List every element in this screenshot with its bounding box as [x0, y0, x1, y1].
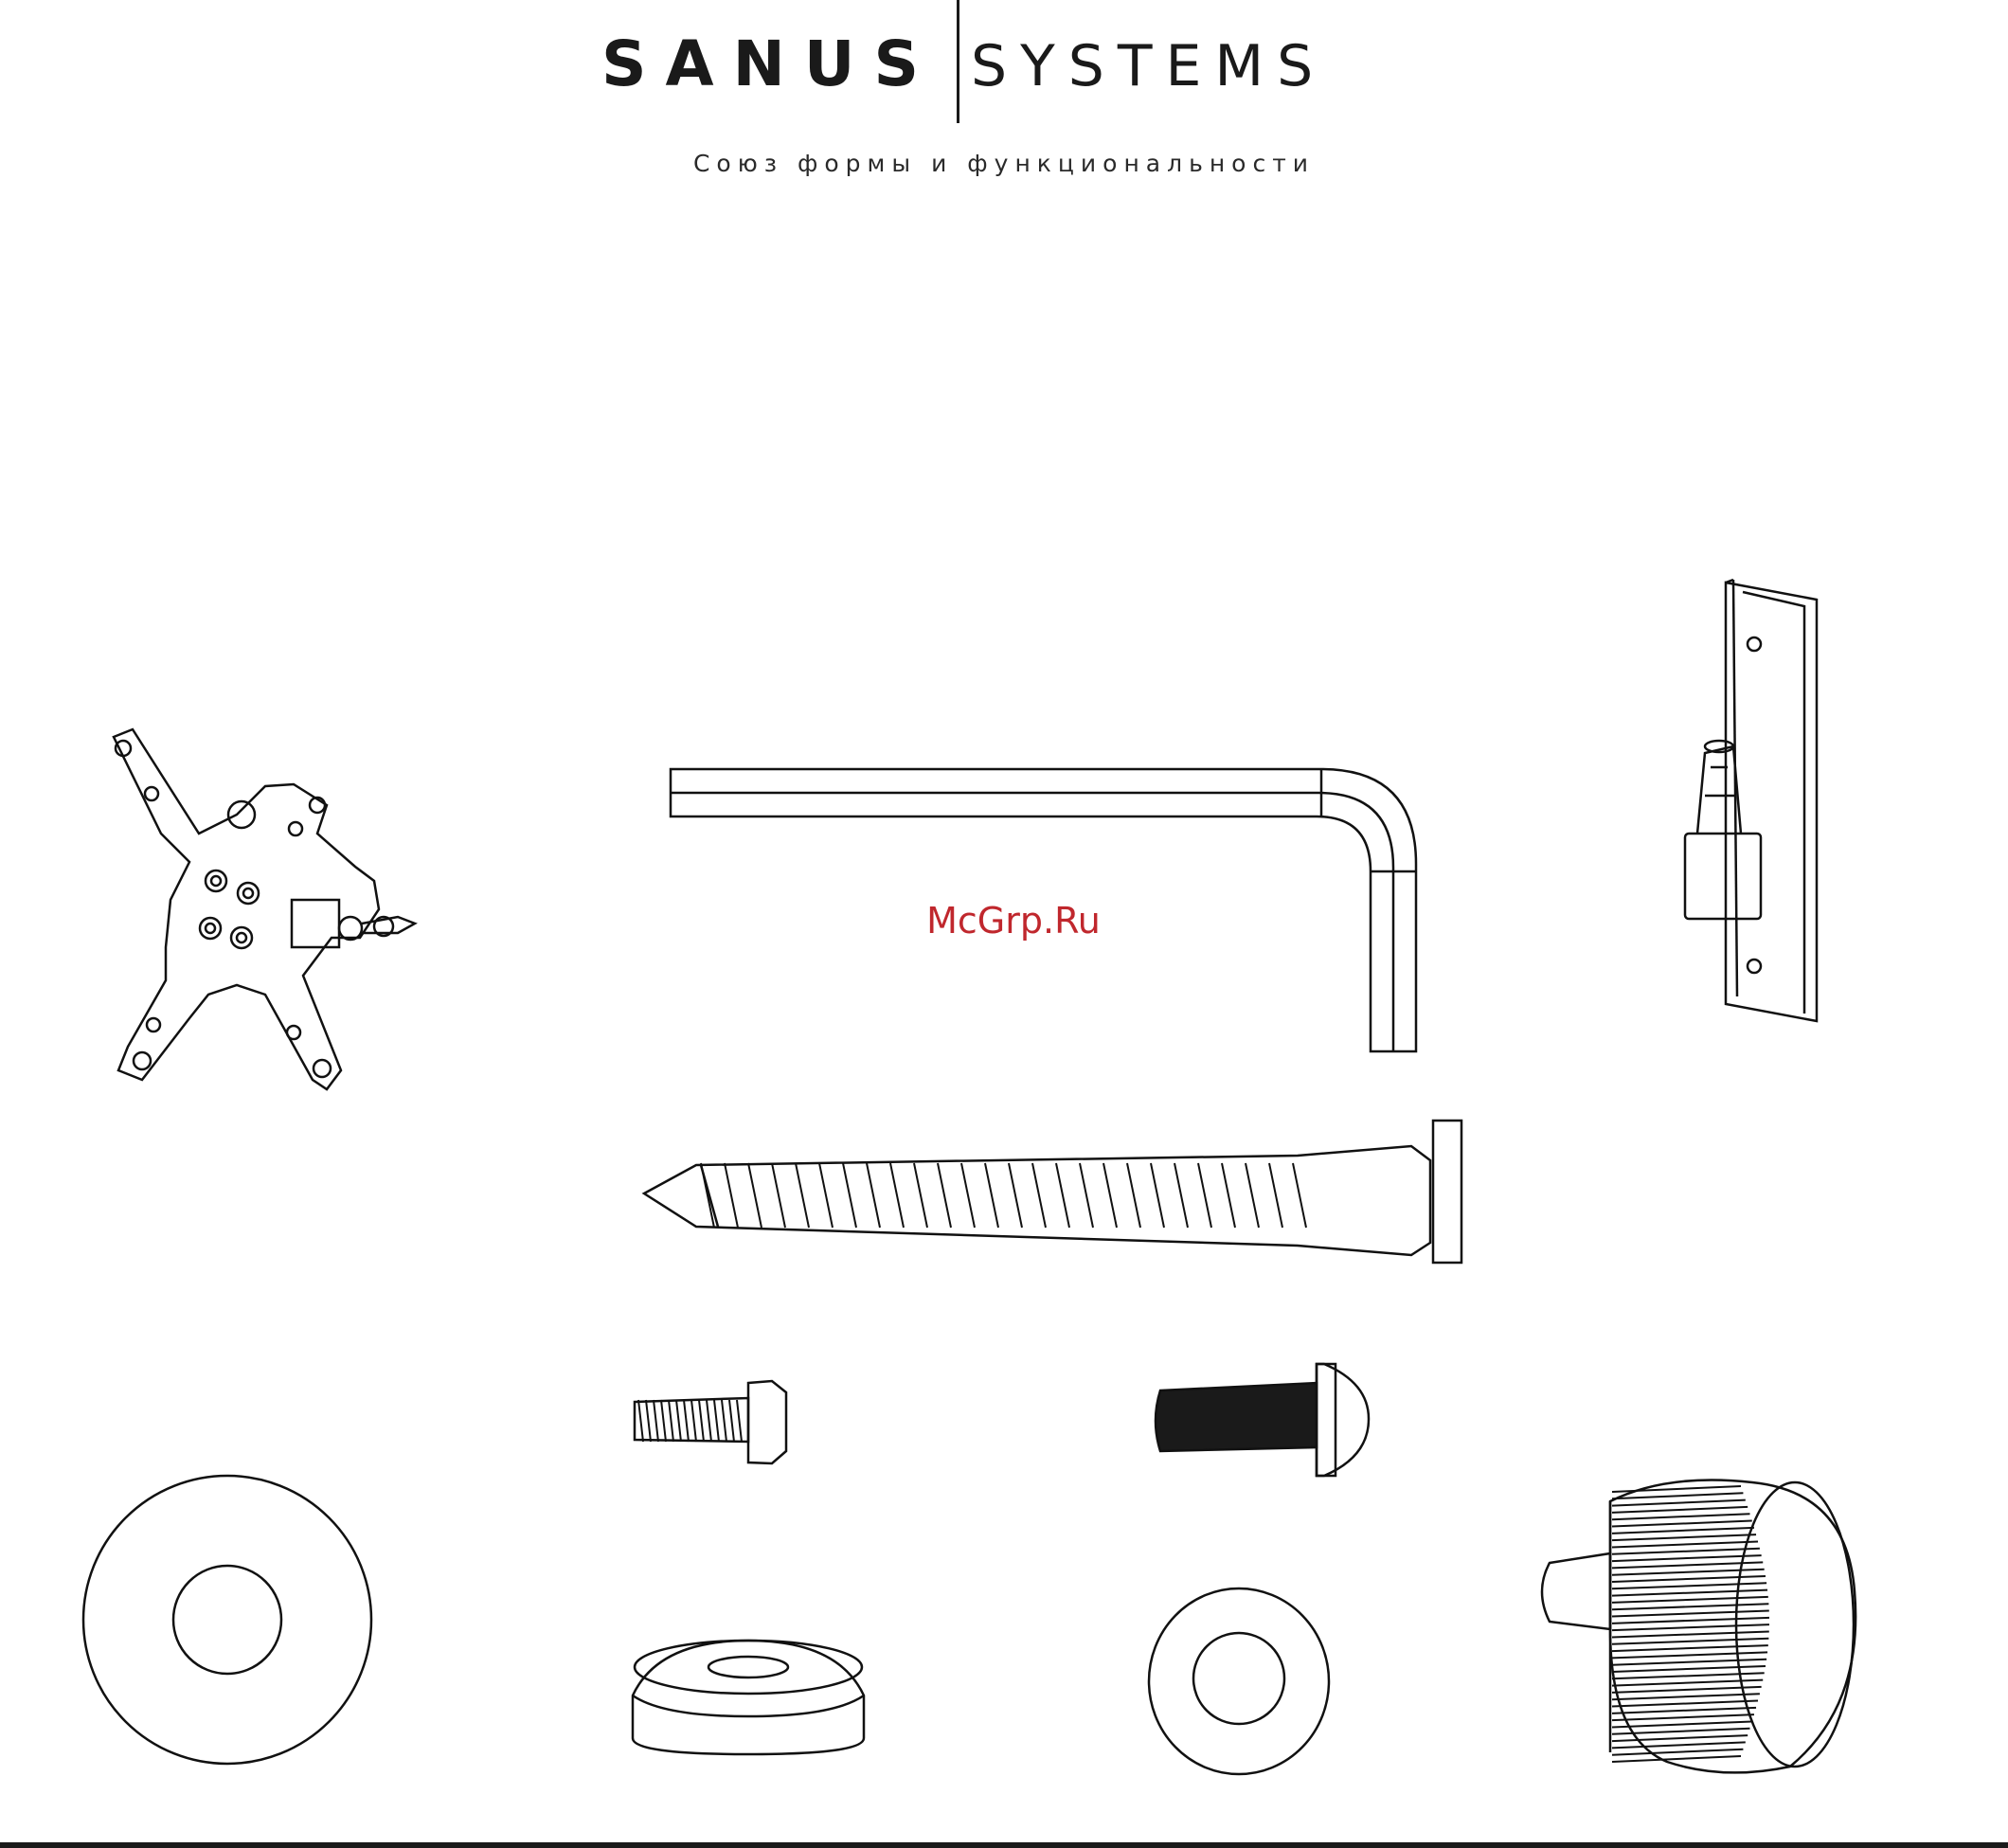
- large-washer-drawing: [83, 1476, 371, 1764]
- lag-screw-drawing: [644, 1121, 1461, 1263]
- watermark: McGrp.Ru: [852, 900, 1174, 942]
- thumb-screw-knurling: [1612, 1486, 1769, 1762]
- small-washer-drawing: [1149, 1588, 1329, 1774]
- bottom-rule: [0, 1842, 2008, 1848]
- small-screw-drawing: [635, 1381, 786, 1463]
- monitor-bracket-drawing: [114, 729, 415, 1089]
- button-head-bolt-drawing: [1156, 1364, 1369, 1476]
- wall-plate-drawing: [1685, 580, 1817, 1021]
- cone-spacer-drawing: [633, 1641, 864, 1754]
